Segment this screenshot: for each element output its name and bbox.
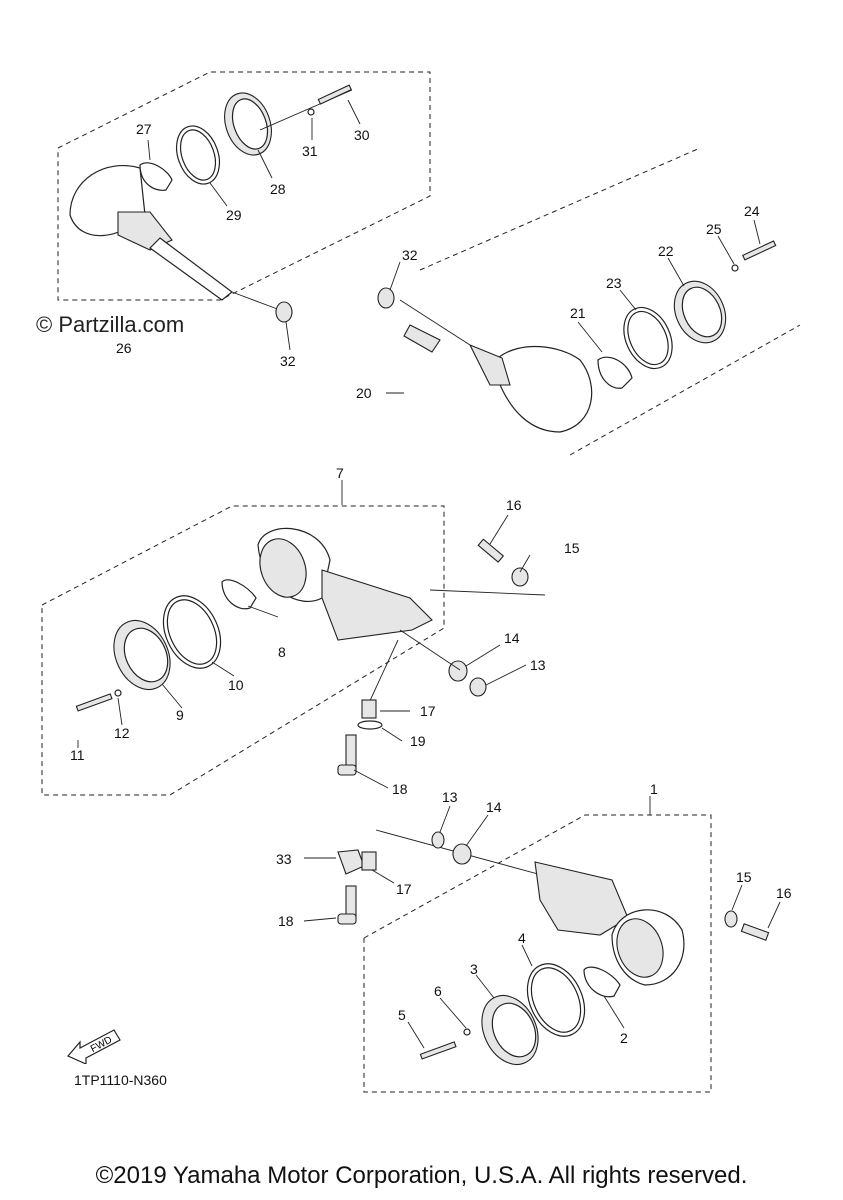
callout-17b: 17 bbox=[396, 881, 412, 897]
washer-31 bbox=[307, 108, 315, 116]
bulb-2 bbox=[583, 966, 621, 998]
lens-housing-20 bbox=[497, 346, 593, 433]
callout-1: 1 bbox=[650, 781, 658, 797]
callout-31: 31 bbox=[302, 143, 318, 159]
callout-32a: 32 bbox=[280, 353, 296, 369]
callout-32b: 32 bbox=[402, 247, 418, 263]
screw-11 bbox=[75, 693, 113, 712]
callout-27: 27 bbox=[136, 121, 152, 137]
callout-16a: 16 bbox=[506, 497, 522, 513]
callout-15a: 15 bbox=[564, 540, 580, 556]
bulb-8 bbox=[221, 579, 257, 610]
screw-30 bbox=[317, 84, 352, 105]
callout-13b: 13 bbox=[442, 789, 458, 805]
bolt-18a bbox=[345, 734, 357, 770]
callout-8: 8 bbox=[278, 644, 286, 660]
copyright-notice: ©2019 Yamaha Motor Corporation, U.S.A. A… bbox=[95, 1162, 748, 1189]
callout-23: 23 bbox=[606, 275, 622, 291]
callout-14a: 14 bbox=[504, 630, 520, 646]
callout-13a: 13 bbox=[530, 657, 546, 673]
callout-9: 9 bbox=[176, 707, 184, 723]
collar-17b bbox=[361, 851, 377, 871]
callout-labels: 1 2 3 4 5 6 7 8 9 10 11 12 13 13 14 14 1… bbox=[70, 121, 792, 1046]
bolt-18b bbox=[345, 885, 357, 919]
stay-1 bbox=[534, 861, 629, 936]
screw-24 bbox=[742, 240, 777, 261]
nut-32b bbox=[377, 287, 395, 309]
washer-14b bbox=[452, 843, 472, 865]
callout-24: 24 bbox=[744, 203, 760, 219]
bracket-33 bbox=[337, 849, 365, 875]
callout-10: 10 bbox=[228, 677, 244, 693]
callout-18b: 18 bbox=[278, 913, 294, 929]
assembly-7 bbox=[41, 505, 546, 796]
washer-6 bbox=[463, 1028, 471, 1036]
callout-5: 5 bbox=[398, 1007, 406, 1023]
callout-3: 3 bbox=[470, 961, 478, 977]
callout-21: 21 bbox=[570, 305, 586, 321]
fwd-arrow-icon: FWD bbox=[67, 1029, 121, 1064]
callout-20: 20 bbox=[356, 385, 372, 401]
callout-22: 22 bbox=[658, 243, 674, 259]
nut-32a bbox=[275, 301, 293, 323]
leader-lines bbox=[77, 99, 781, 1049]
screw-5 bbox=[419, 1041, 457, 1060]
assembly-1 bbox=[337, 814, 770, 1093]
nut-13b bbox=[431, 831, 445, 849]
diagram-code: 1TP1110-N360 bbox=[74, 1072, 167, 1088]
callout-14b: 14 bbox=[486, 799, 502, 815]
bolt-16b bbox=[740, 923, 770, 941]
callout-25: 25 bbox=[706, 221, 722, 237]
callout-18a: 18 bbox=[392, 781, 408, 797]
bulb-21 bbox=[597, 356, 633, 389]
callout-29: 29 bbox=[226, 207, 242, 223]
callout-11: 11 bbox=[70, 747, 85, 763]
assembly-26 bbox=[57, 71, 431, 323]
watermark: © Partzilla.com bbox=[36, 312, 185, 337]
callout-12: 12 bbox=[114, 725, 130, 741]
callout-30: 30 bbox=[354, 127, 370, 143]
fwd-label: FWD bbox=[89, 1035, 114, 1055]
nut-13a bbox=[469, 677, 487, 697]
washer-19 bbox=[357, 720, 383, 730]
bulb-27 bbox=[139, 162, 173, 191]
callout-4: 4 bbox=[518, 930, 526, 946]
callout-2: 2 bbox=[620, 1030, 628, 1046]
washer-12 bbox=[114, 689, 122, 697]
callout-7: 7 bbox=[336, 465, 344, 481]
washer-25 bbox=[731, 264, 739, 272]
callout-33: 33 bbox=[276, 851, 292, 867]
callout-15b: 15 bbox=[736, 869, 752, 885]
washer-15b bbox=[724, 910, 738, 928]
callout-28: 28 bbox=[270, 181, 286, 197]
washer-15a bbox=[511, 567, 529, 587]
callout-6: 6 bbox=[434, 983, 442, 999]
collar-17a bbox=[361, 699, 377, 719]
callout-19: 19 bbox=[410, 733, 426, 749]
bolt-16a bbox=[477, 538, 505, 563]
callout-26: 26 bbox=[116, 340, 132, 356]
callout-17a: 17 bbox=[420, 703, 436, 719]
callout-16b: 16 bbox=[776, 885, 792, 901]
assembly-20 bbox=[377, 147, 801, 456]
